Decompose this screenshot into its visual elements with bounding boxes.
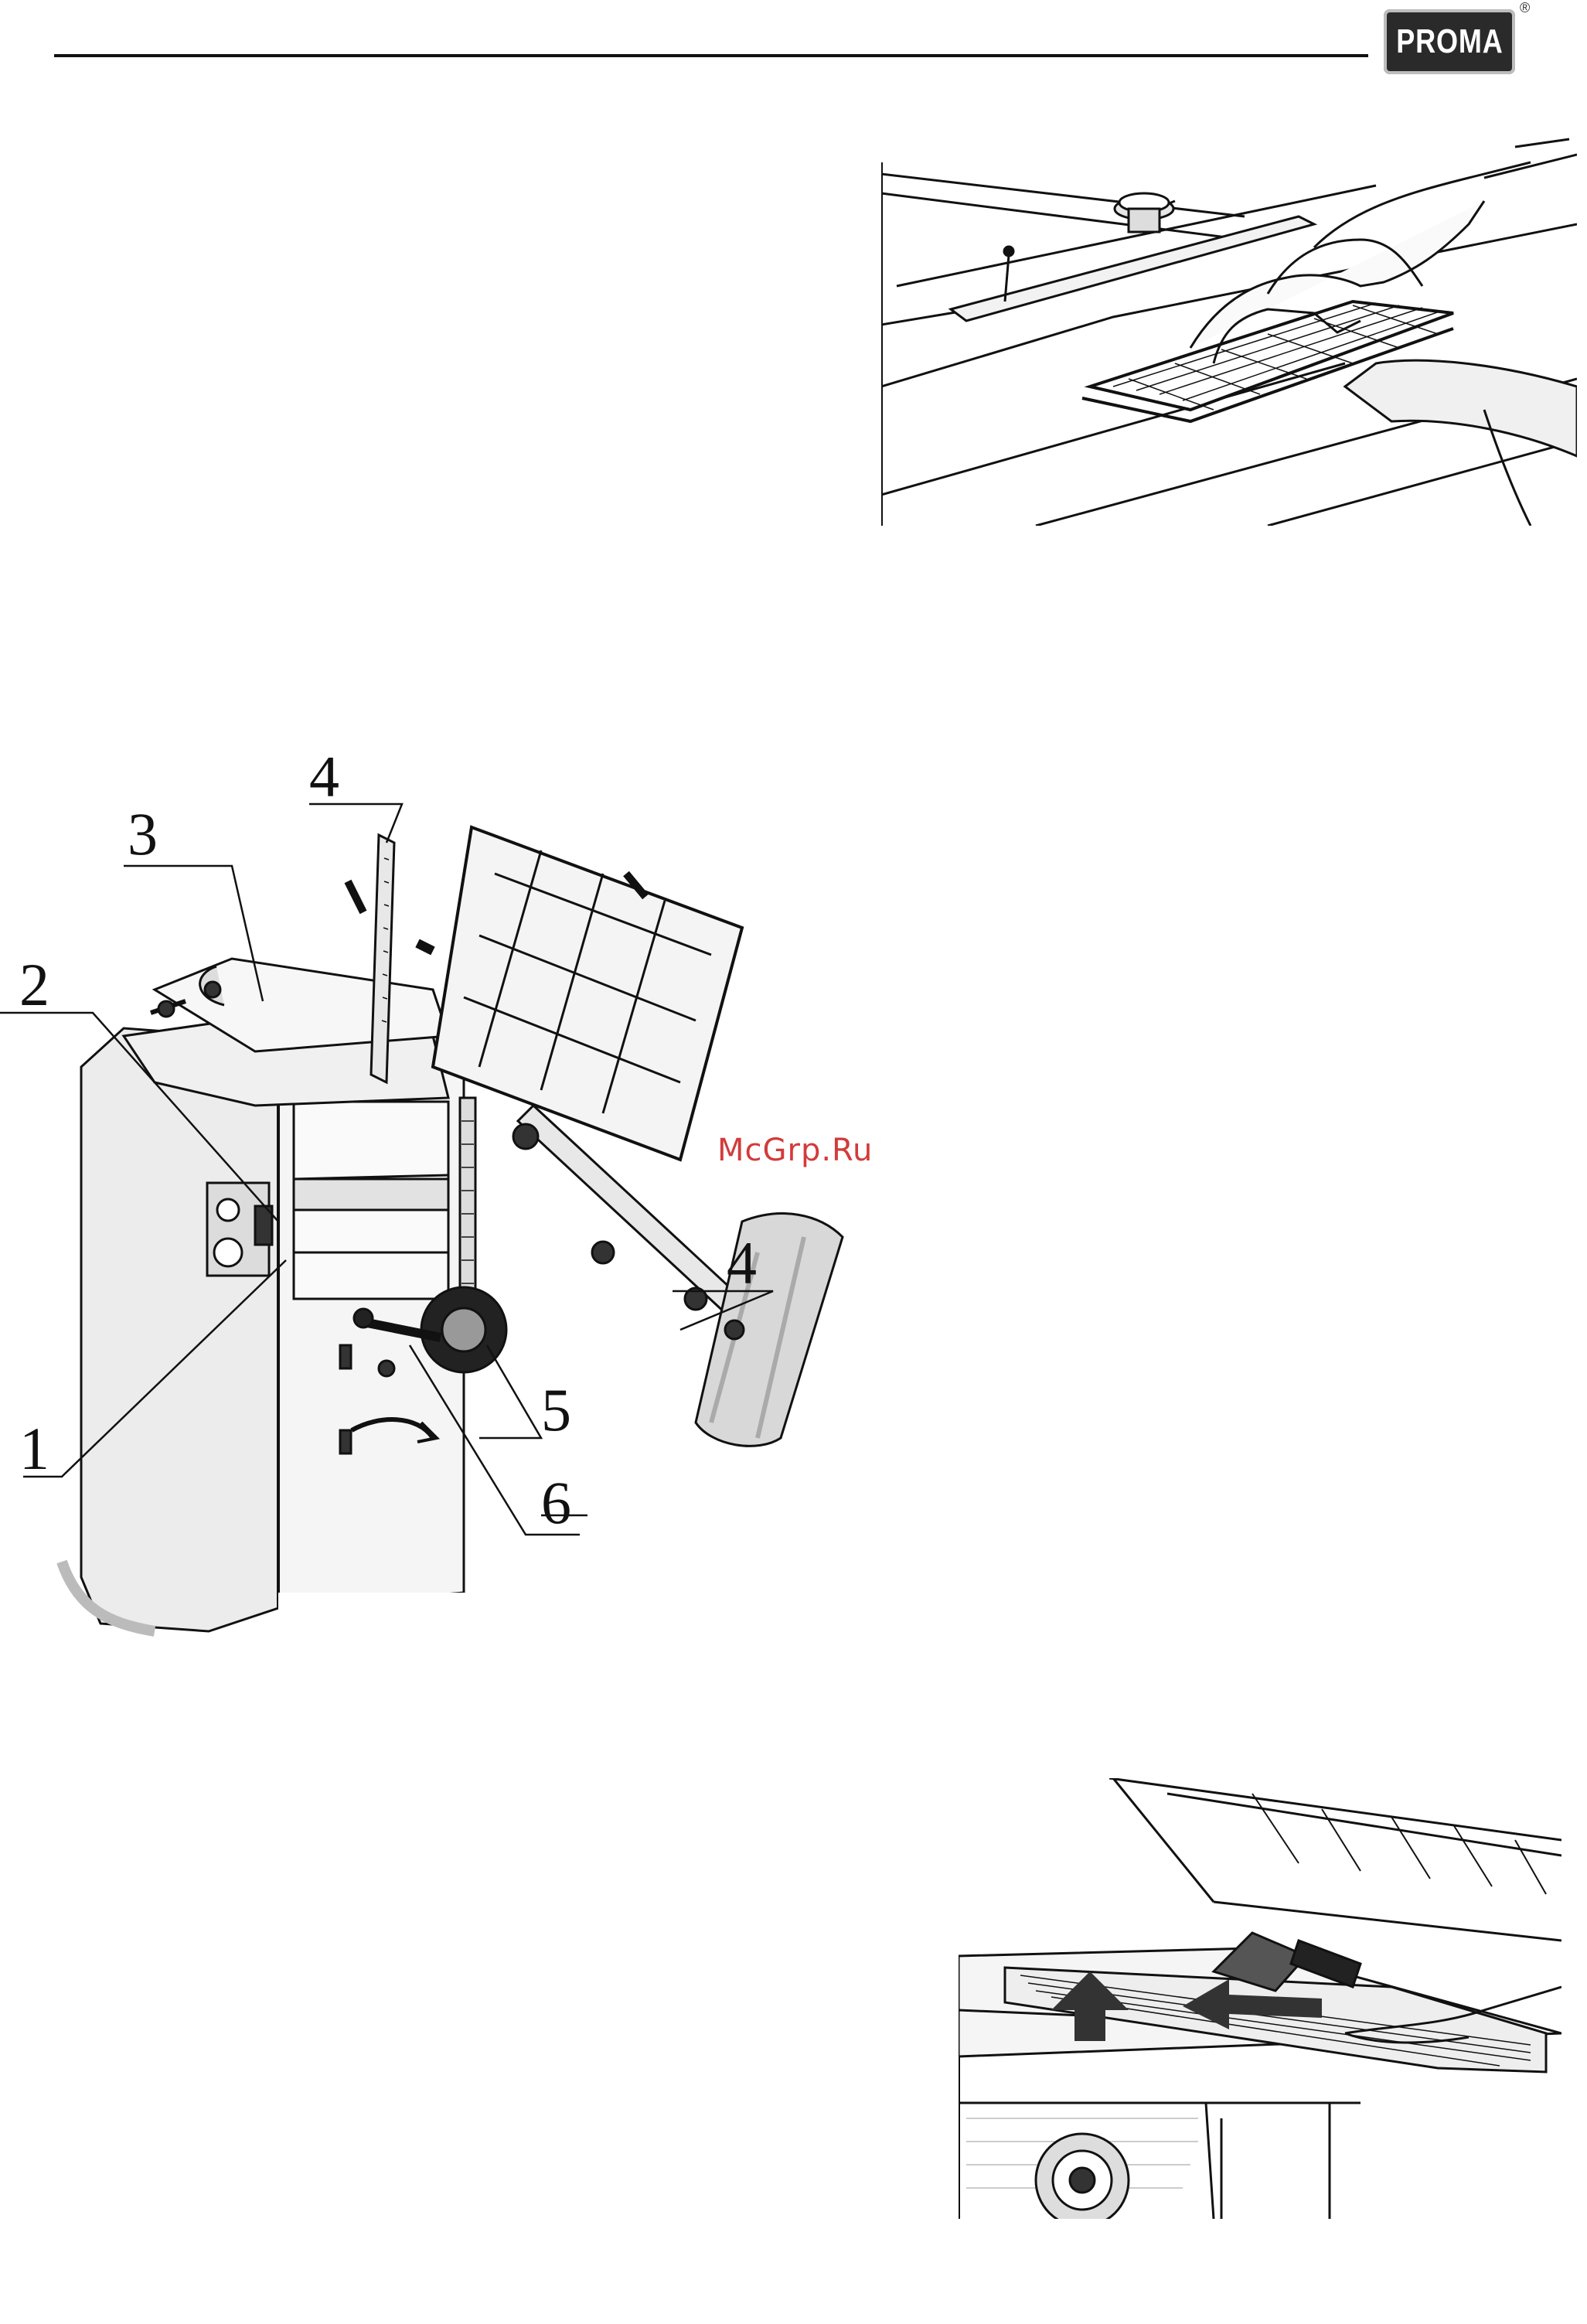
planer-thicknesser-machine-figure: 1 2 3 4 4 5 6: [0, 758, 874, 1639]
header-rule: [54, 54, 1368, 57]
watermark: McGrp.Ru: [717, 1133, 873, 1168]
callout-6: 6: [541, 1469, 571, 1536]
callout-1: 1: [19, 1415, 49, 1482]
callout-5: 5: [541, 1376, 571, 1443]
callout-2: 2: [19, 951, 49, 1018]
logo-text: PROMA: [1396, 22, 1503, 61]
callout-4-fence: 4: [309, 758, 339, 809]
proma-logo: PROMA: [1384, 9, 1515, 74]
thicknessing-feed-illustration: [959, 1778, 1561, 2219]
jointing-push-block-illustration: [881, 131, 1577, 526]
callout-3: 3: [128, 800, 158, 867]
registered-mark: ®: [1520, 0, 1530, 16]
callout-4-table: 4: [727, 1229, 757, 1297]
